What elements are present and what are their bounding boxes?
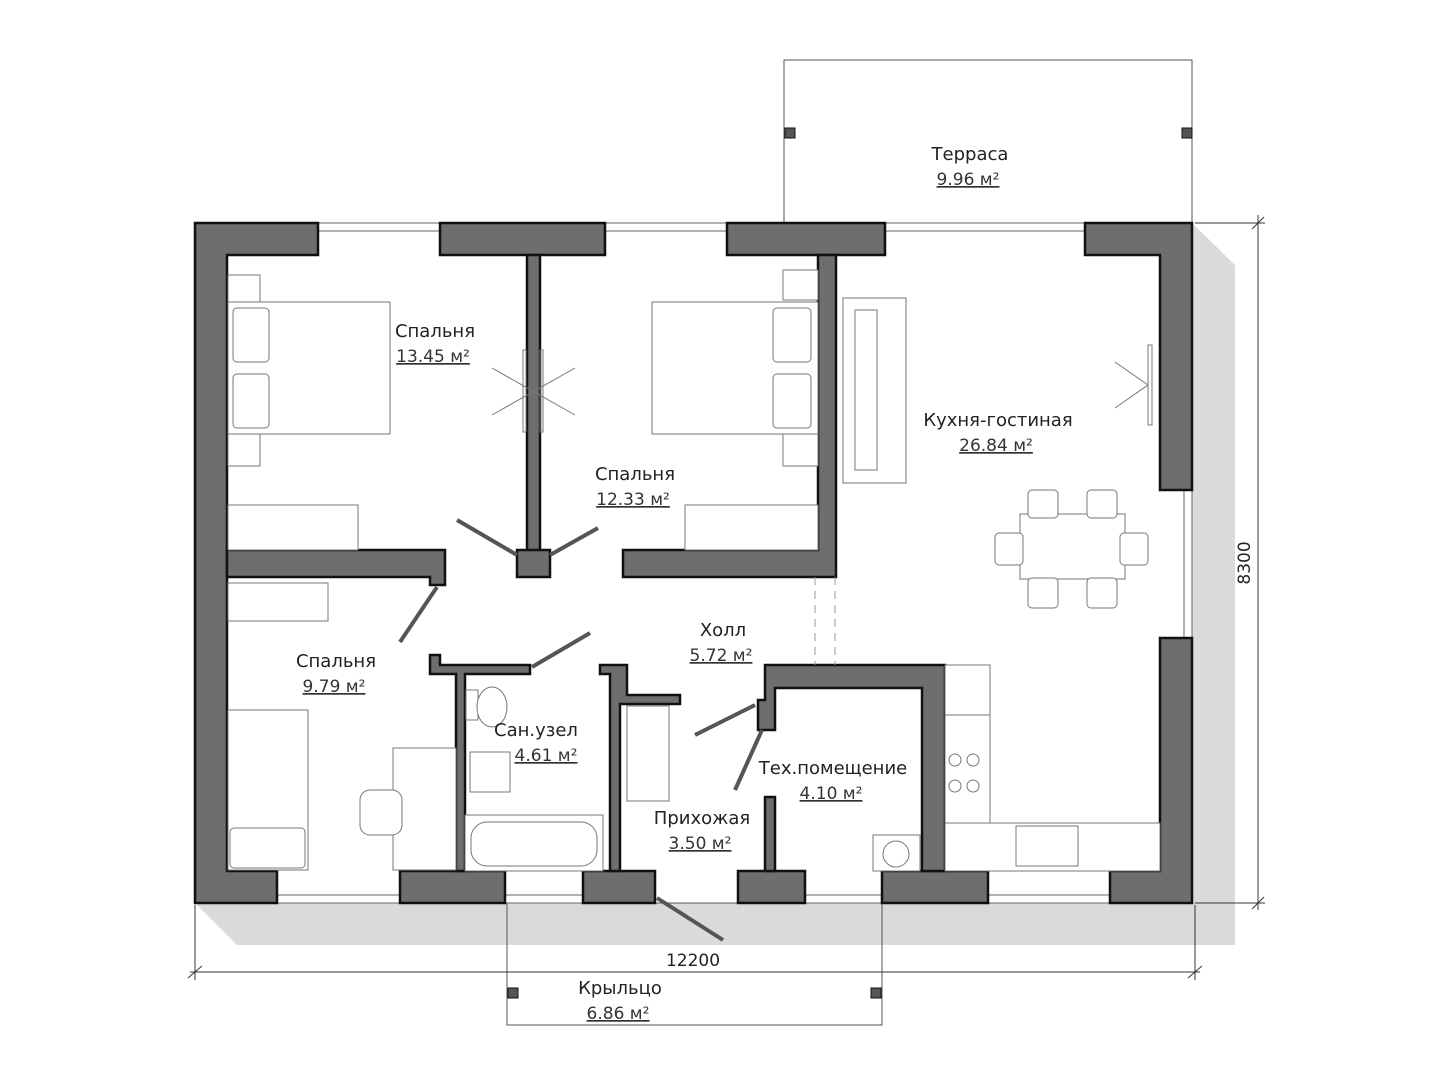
height-dimension: 8300 [1235,541,1255,584]
room-area: 13.45 м² [396,347,470,367]
doors [398,518,764,942]
terrace-outline [783,59,1193,224]
room-name: Спальня [395,321,475,342]
terrace-column [1181,127,1193,139]
room-name: Сан.узел [494,720,578,741]
room-name: Крыльцо [578,978,662,999]
room-name: Кухня-гостиная [923,410,1072,431]
porch-column [870,987,882,999]
room-area: 4.61 м² [515,746,578,766]
room-area: 3.50 м² [669,834,732,854]
room-area: 9.79 м² [303,677,366,697]
room-name: Тех.помещение [758,758,907,779]
room-name: Прихожая [654,808,750,829]
room-name: Спальня [595,464,675,485]
room-name: Спальня [296,651,376,672]
room-area: 5.72 м² [690,646,753,666]
room-area: 6.86 м² [587,1004,650,1024]
room-area: 26.84 м² [959,436,1033,456]
room-name: Холл [700,620,746,641]
terrace-column [784,127,796,139]
room-area: 4.10 м² [800,784,863,804]
room-name: Терраса [931,144,1009,165]
porch-outline [506,902,883,1026]
dimension-lines [187,215,1265,980]
room-area: 12.33 м² [596,490,670,510]
sliding-door [491,344,1153,433]
width-dimension: 12200 [666,951,720,971]
room-area: 9.96 м² [937,170,1000,190]
interior-walls [225,253,947,873]
porch-column [507,987,519,999]
exterior-walls [193,221,1194,905]
furniture [227,269,1161,872]
